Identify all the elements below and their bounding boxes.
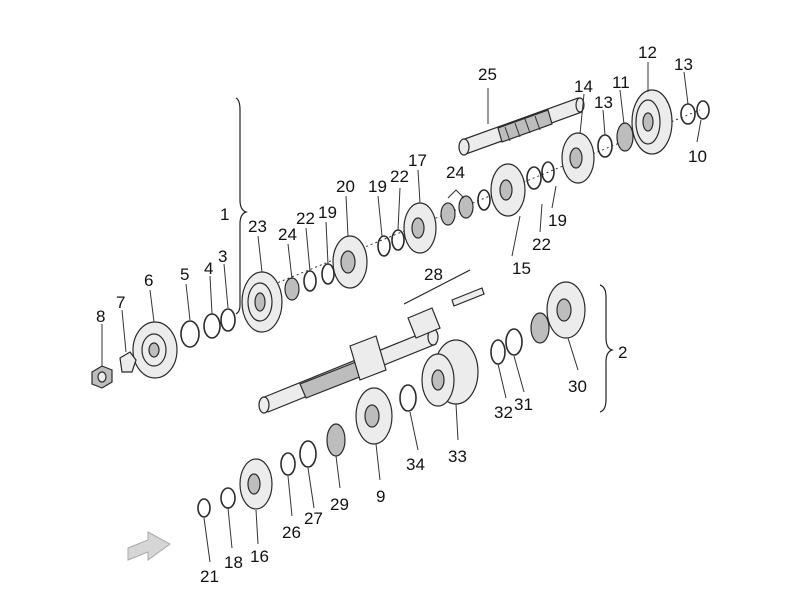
washer-19-right <box>541 161 555 183</box>
washer-19-left <box>321 263 335 285</box>
washer-32 <box>490 339 506 365</box>
washer-34 <box>399 384 417 412</box>
callout-19-left: 19 <box>318 203 337 222</box>
bracket-group-2 <box>599 284 614 413</box>
callout-18: 18 <box>224 553 243 572</box>
washer-22-mid <box>391 229 405 251</box>
front-direction-arrow-icon <box>127 531 171 561</box>
callout-25: 25 <box>478 65 497 84</box>
callout-11: 11 <box>612 73 630 92</box>
callout-7: 7 <box>116 293 125 312</box>
callout-22-left: 22 <box>296 209 315 228</box>
spacer-5 <box>180 320 200 348</box>
washer-24-a <box>477 189 491 211</box>
bearing-24-left <box>284 277 300 301</box>
gear-12 <box>631 89 673 155</box>
callout-5: 5 <box>180 265 189 284</box>
callout-13-mid: 13 <box>594 93 613 112</box>
callout-34: 34 <box>406 455 425 474</box>
callout-20: 20 <box>336 177 355 196</box>
bearing-right <box>530 312 550 344</box>
gear-17 <box>403 202 437 254</box>
washer-31 <box>505 328 523 356</box>
washer-18 <box>220 487 236 509</box>
lock-plate-7 <box>119 351 137 373</box>
gear-16 <box>239 458 273 510</box>
oring-4 <box>203 313 221 339</box>
callout-24-left: 24 <box>278 225 297 244</box>
callout-8: 8 <box>96 307 105 326</box>
callout-19-right: 19 <box>548 211 567 230</box>
washer-13-left <box>597 134 613 158</box>
bracket-28 <box>403 269 471 305</box>
washer-19-mid <box>377 235 391 257</box>
callout-17: 17 <box>408 151 427 170</box>
needle-bearing-29 <box>326 423 346 457</box>
callout-33: 33 <box>448 447 467 466</box>
callout-32: 32 <box>494 403 513 422</box>
washer-22-left <box>303 270 317 292</box>
callout-3: 3 <box>218 247 227 266</box>
callout-6: 6 <box>144 271 153 290</box>
gear-20 <box>332 235 368 289</box>
nut-8 <box>91 365 113 389</box>
callout-1: 1 <box>220 205 229 224</box>
callout-27: 27 <box>304 509 323 528</box>
callout-21: 21 <box>200 567 219 586</box>
callout-labels: 1 2 3 4 5 6 7 8 9 10 11 12 13 13 14 15 1… <box>96 43 707 586</box>
circlip-21 <box>197 498 211 518</box>
callout-2: 2 <box>618 343 627 362</box>
gear-23 <box>241 271 283 333</box>
callout-4: 4 <box>204 259 213 278</box>
callout-23: 23 <box>248 217 267 236</box>
washer-22-right <box>526 166 542 190</box>
gear-14 <box>561 132 595 184</box>
washer-27 <box>299 440 317 468</box>
callout-22-mid: 22 <box>390 167 409 186</box>
bearing-24-a <box>458 195 474 219</box>
callout-14: 14 <box>574 77 593 96</box>
callout-15: 15 <box>512 259 531 278</box>
callout-26: 26 <box>282 523 301 542</box>
bearing-24-b <box>440 202 456 226</box>
callout-22-right: 22 <box>532 235 551 254</box>
bracket-group-1 <box>235 97 248 315</box>
needle-bearing-11 <box>616 122 634 152</box>
gear-9 <box>355 387 393 445</box>
gear-30 <box>546 281 586 339</box>
callout-13-top: 13 <box>674 55 693 74</box>
circlip-10 <box>696 100 710 120</box>
gear-33 <box>421 339 479 407</box>
callout-16: 16 <box>250 547 269 566</box>
callout-29: 29 <box>330 495 349 514</box>
pin-28 <box>451 287 485 307</box>
callout-9: 9 <box>376 487 385 506</box>
leader-lines <box>101 62 702 563</box>
callout-31: 31 <box>514 395 533 414</box>
callout-30: 30 <box>568 377 587 396</box>
callout-12: 12 <box>638 43 657 62</box>
sprocket-6 <box>132 321 178 379</box>
main-shaft <box>458 97 585 156</box>
callout-24-top: 24 <box>446 163 465 182</box>
washer-13-right <box>680 103 696 125</box>
gear-15 <box>490 163 526 217</box>
drive-shaft <box>258 307 441 414</box>
washer-26 <box>280 452 296 476</box>
washer-3 <box>220 308 236 332</box>
callout-10: 10 <box>688 147 707 166</box>
callout-28: 28 <box>424 265 443 284</box>
callout-19-mid: 19 <box>368 177 387 196</box>
